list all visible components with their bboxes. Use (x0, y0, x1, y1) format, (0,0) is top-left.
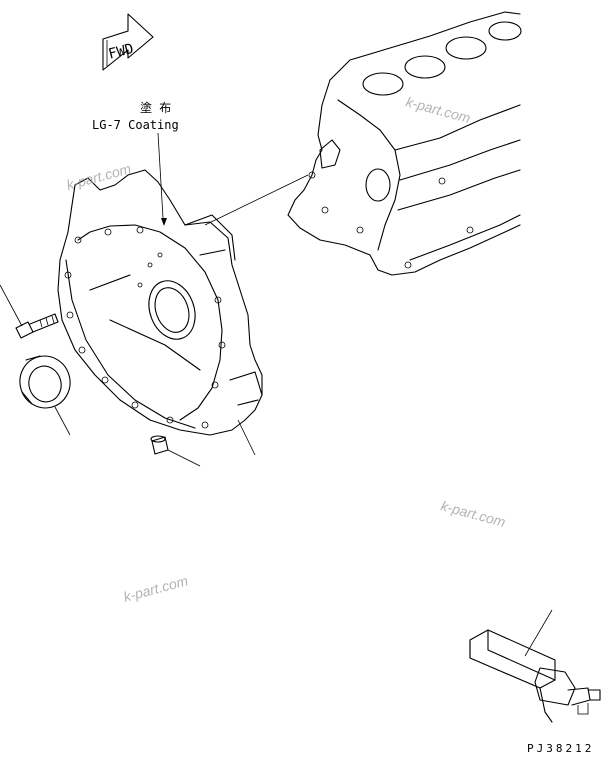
coating-pointer-icon (161, 218, 167, 226)
engine-block (287, 11, 522, 276)
forward-arrow-label: FWD (107, 41, 135, 63)
watermark: k-part.com (439, 497, 507, 530)
alignment-line (204, 174, 309, 226)
coating-label-jp: 塗 布 (140, 100, 171, 115)
oil-seal (19, 355, 71, 436)
housing-leader-line (237, 419, 256, 456)
bolt (0, 284, 59, 339)
drawing-number: PJ38212 (527, 742, 594, 755)
watermark: k-part.com (65, 160, 133, 193)
flywheel-housing (57, 169, 263, 436)
coating-leader-line (157, 132, 164, 219)
tool (469, 609, 601, 723)
watermark: k-part.com (404, 93, 472, 126)
coating-label-en: LG-7 Coating (92, 118, 179, 132)
forward-arrow: FWD (102, 13, 154, 71)
dowel-pin (150, 435, 201, 467)
watermark: k-part.com (122, 572, 190, 605)
